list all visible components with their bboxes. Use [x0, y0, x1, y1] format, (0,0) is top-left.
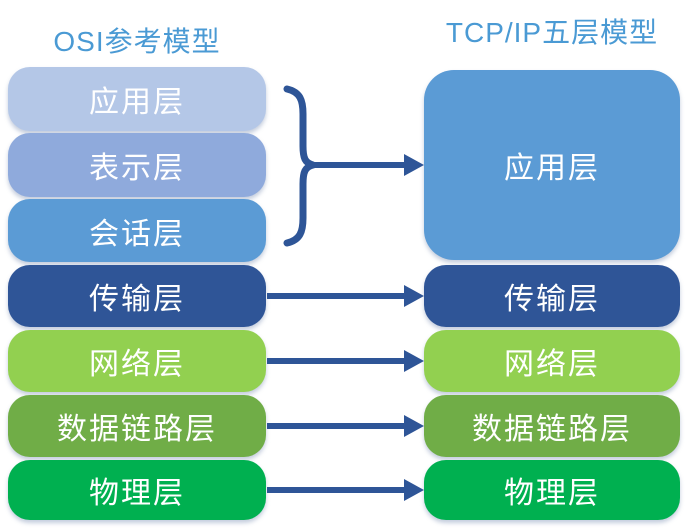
arrow-network-icon: [267, 350, 424, 372]
arrow-datalink-icon: [267, 415, 424, 437]
osi-layer-physical-label: 物理层: [89, 477, 185, 510]
osi-layer-application-label: 应用层: [89, 86, 185, 119]
tcpip-model-title: TCP/IP五层模型: [445, 17, 659, 48]
osi-layer-network: 网络层: [8, 330, 266, 392]
arrow-physical-icon: [267, 479, 424, 501]
tcpip-layer-application: 应用层: [424, 70, 680, 260]
tcpip-layer-physical: 物理层: [424, 460, 680, 520]
tcpip-layer-datalink-label: 数据链路层: [472, 413, 632, 446]
tcpip-layer-application-label: 应用层: [504, 152, 600, 185]
tcpip-layer-transport: 传输层: [424, 265, 680, 327]
osi-layer-datalink-label: 数据链路层: [57, 413, 217, 446]
osi-layer-application: 应用层: [8, 67, 266, 131]
osi-layer-transport-label: 传输层: [89, 283, 185, 316]
osi-layer-presentation: 表示层: [8, 133, 266, 197]
osi-layer-session-label: 会话层: [89, 217, 185, 251]
arrow-transport-icon: [267, 285, 424, 307]
osi-layer-datalink: 数据链路层: [8, 395, 266, 457]
osi-layer-physical: 物理层: [8, 460, 266, 520]
osi-layer-session: 会话层: [8, 199, 266, 262]
tcpip-layer-network: 网络层: [424, 330, 680, 392]
tcpip-layer-transport-label: 传输层: [504, 283, 600, 316]
tcpip-layer-physical-label: 物理层: [504, 477, 600, 510]
tcpip-layer-network-label: 网络层: [504, 348, 600, 381]
grouping-brace-icon: [283, 85, 317, 247]
osi-model-title: OSI参考模型: [53, 26, 221, 57]
osi-layer-network-label: 网络层: [89, 348, 185, 381]
osi-layer-transport: 传输层: [8, 265, 266, 327]
osi-layer-presentation-label: 表示层: [89, 152, 185, 185]
tcpip-layer-datalink: 数据链路层: [424, 395, 680, 457]
arrow-application-icon: [311, 154, 424, 176]
